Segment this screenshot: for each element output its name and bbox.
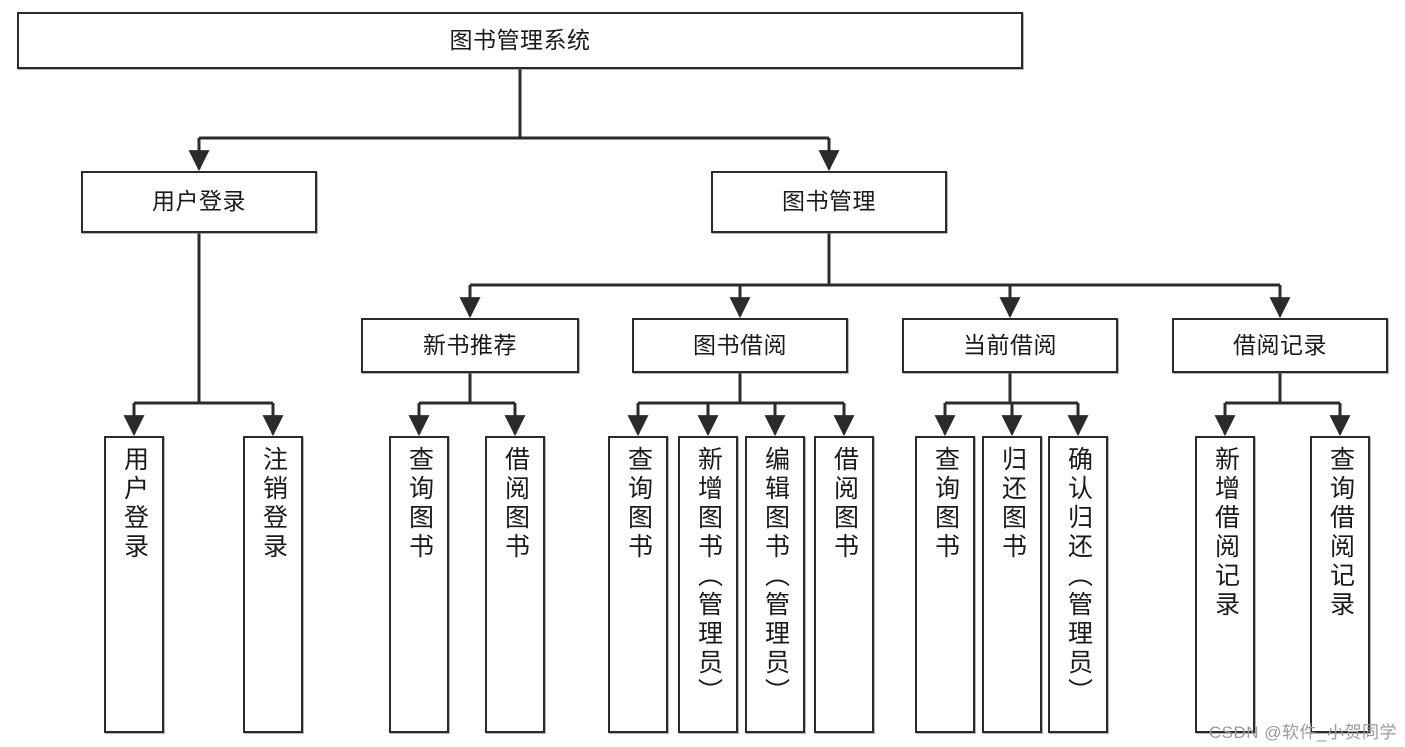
node-leaf-logout[interactable]: 注销登录 bbox=[243, 436, 303, 733]
node-book-manage[interactable]: 图书管理 bbox=[711, 171, 947, 233]
node-leaf-add-record[interactable]: 新增借阅记录 bbox=[1195, 436, 1255, 733]
node-label-leaf-query-book-2: 查询图书 bbox=[624, 446, 653, 562]
node-leaf-user-login[interactable]: 用户登录 bbox=[104, 436, 164, 733]
node-label-leaf-query-book-1: 查询图书 bbox=[405, 446, 434, 562]
node-label-leaf-query-record: 查询借阅记录 bbox=[1326, 446, 1355, 620]
node-book-borrow[interactable]: 图书借阅 bbox=[632, 318, 848, 373]
node-label-leaf-query-book-3: 查询图书 bbox=[931, 446, 960, 562]
node-label-root: 图书管理系统 bbox=[449, 26, 591, 53]
node-leaf-borrow-book-1[interactable]: 借阅图书 bbox=[485, 436, 545, 733]
node-label-leaf-user-login: 用户登录 bbox=[120, 446, 149, 562]
node-label-new-book-rec: 新书推荐 bbox=[423, 331, 517, 358]
node-leaf-query-book-3[interactable]: 查询图书 bbox=[915, 436, 975, 733]
node-label-leaf-borrow-book-1: 借阅图书 bbox=[501, 446, 530, 562]
node-label-leaf-confirm-return: 确认归还（管理员） bbox=[1064, 446, 1093, 707]
node-label-leaf-logout: 注销登录 bbox=[259, 446, 288, 562]
node-leaf-query-record[interactable]: 查询借阅记录 bbox=[1310, 436, 1370, 733]
node-root[interactable]: 图书管理系统 bbox=[17, 12, 1023, 69]
node-leaf-borrow-book-2[interactable]: 借阅图书 bbox=[814, 436, 874, 733]
node-label-leaf-add-book: 新增图书（管理员） bbox=[694, 446, 723, 707]
node-label-leaf-borrow-book-2: 借阅图书 bbox=[830, 446, 859, 562]
node-leaf-confirm-return[interactable]: 确认归还（管理员） bbox=[1048, 436, 1108, 733]
node-label-leaf-edit-book: 编辑图书（管理员） bbox=[761, 446, 790, 707]
node-current-borrow[interactable]: 当前借阅 bbox=[902, 318, 1118, 373]
node-leaf-query-book-2[interactable]: 查询图书 bbox=[608, 436, 668, 733]
node-label-current-borrow: 当前借阅 bbox=[963, 331, 1057, 358]
node-leaf-add-book[interactable]: 新增图书（管理员） bbox=[678, 436, 738, 733]
node-label-book-manage: 图书管理 bbox=[782, 188, 876, 215]
node-label-book-borrow: 图书借阅 bbox=[693, 331, 787, 358]
node-user-login[interactable]: 用户登录 bbox=[81, 171, 317, 233]
node-leaf-edit-book[interactable]: 编辑图书（管理员） bbox=[745, 436, 805, 733]
node-label-borrow-record: 借阅记录 bbox=[1233, 331, 1327, 358]
node-label-leaf-return-book: 归还图书 bbox=[998, 446, 1027, 562]
node-label-leaf-add-record: 新增借阅记录 bbox=[1211, 446, 1240, 620]
watermark-text: CSDN @软件_小贺同学 bbox=[1208, 723, 1397, 742]
node-leaf-query-book-1[interactable]: 查询图书 bbox=[389, 436, 449, 733]
node-label-user-login: 用户登录 bbox=[152, 188, 246, 215]
node-new-book-rec[interactable]: 新书推荐 bbox=[361, 318, 579, 373]
node-leaf-return-book[interactable]: 归还图书 bbox=[982, 436, 1042, 733]
node-borrow-record[interactable]: 借阅记录 bbox=[1172, 318, 1388, 373]
